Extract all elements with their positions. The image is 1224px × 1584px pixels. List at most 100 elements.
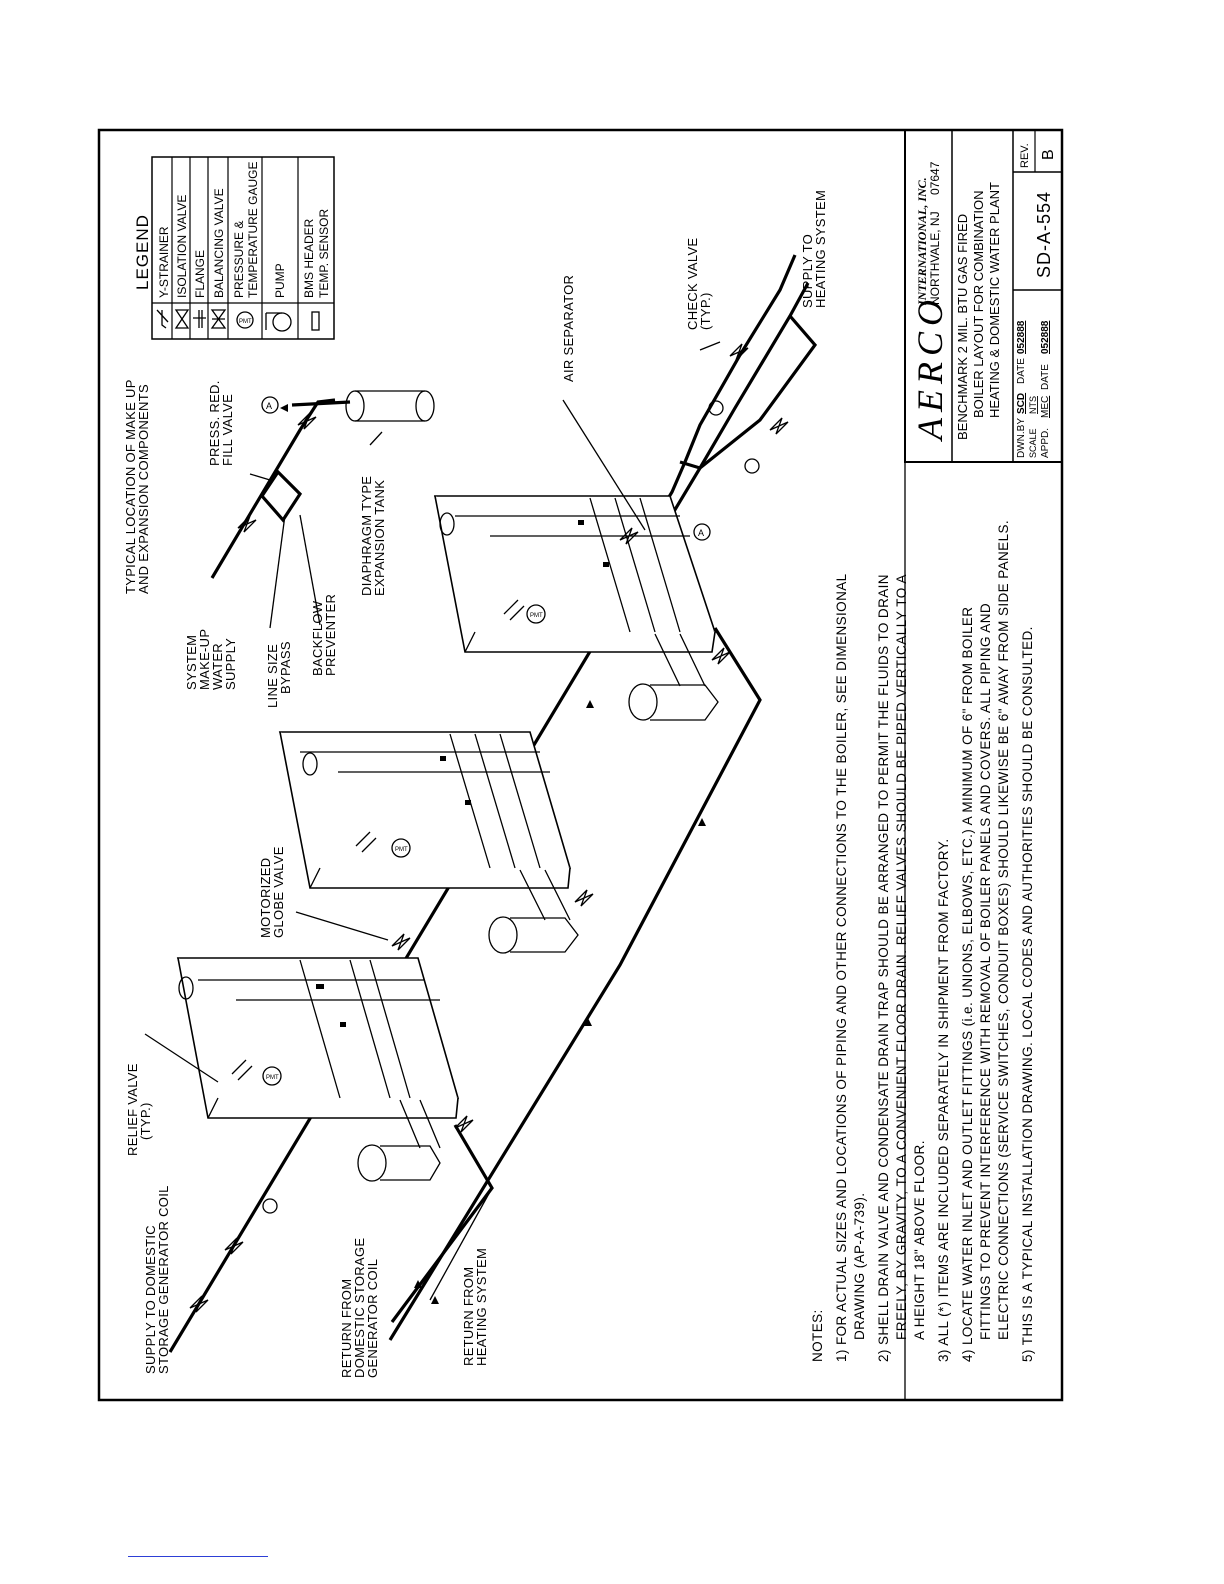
svg-text:(TYP.): (TYP.): [698, 292, 713, 330]
makeup-valve-symbol: [237, 515, 257, 533]
flow-arrow: [698, 818, 706, 826]
pipe-fittings: PMT PMT PMT A A: [189, 343, 789, 1313]
label-return-domestic: RETURN FROM DOMESTIC STORAGE GENERATOR C…: [339, 1238, 380, 1378]
legend: LEGEND Y-STRAINER ISOLATION VALVE FLANGE…: [133, 156, 335, 340]
svg-text:CHECK VALVE: CHECK VALVE: [685, 238, 700, 330]
valve-symbol: [391, 933, 411, 951]
strainer-symbol: [708, 400, 724, 416]
pmt-label: PMT: [530, 613, 543, 619]
domestic-return-line: [390, 1124, 494, 1323]
label-air-separator: AIR SEPARATOR: [561, 275, 576, 382]
valve-symbol: [224, 1237, 244, 1255]
svg-text:HEATING SYSTEM: HEATING SYSTEM: [474, 1248, 489, 1366]
label-relief-valve: RELIEF VALVE (TYP.): [125, 1063, 153, 1156]
note-4b: FITTINGS TO PREVENT INTERFERENCE WITH RE…: [978, 603, 993, 1340]
company-zip: 07647: [928, 161, 942, 195]
rev-value: B: [1040, 149, 1057, 160]
svg-text:RETURN FROM: RETURN FROM: [339, 1279, 354, 1378]
date-value-2: 052888: [1040, 320, 1051, 354]
legend-item-label: Y-STRAINER: [157, 226, 171, 298]
flow-arrow: [414, 1280, 422, 1288]
drawing-number: SD-A-554: [1034, 191, 1054, 278]
note-2a: 2) SHELL DRAIN VALVE AND CONDENSATE DRAI…: [876, 574, 891, 1362]
note-1b: DRAWING (AP-A-739).: [852, 1193, 867, 1340]
boiler-1: [176, 957, 460, 1182]
valve-symbol: [769, 417, 789, 435]
point-a-marker: [261, 396, 279, 414]
notes-block: NOTES: 1) FOR ACTUAL SIZES AND LOCATIONS…: [810, 520, 1035, 1362]
scale-value: NTS: [1028, 396, 1038, 414]
valve-symbol: [729, 343, 749, 361]
rev-label: REV.: [1019, 143, 1031, 168]
notes-heading: NOTES:: [810, 1309, 825, 1362]
makeup-valve-symbol: [297, 412, 317, 430]
expansion-feed: [291, 400, 351, 407]
svg-text:BACKFLOW: BACKFLOW: [310, 600, 325, 676]
svg-text:DOMESTIC STORAGE: DOMESTIC STORAGE: [352, 1238, 367, 1378]
balancing-valve-icon: [210, 309, 227, 329]
svg-text:EXPANSION TANK: EXPANSION TANK: [372, 480, 387, 596]
label-motorized-globe: MOTORIZED GLOBE VALVE: [258, 846, 286, 938]
heating-return-tail: [429, 1187, 493, 1301]
strainer-symbol: [262, 1198, 278, 1214]
point-a-label: A: [698, 528, 704, 538]
title-line-1: BENCHMARK 2 MIL. BTU GAS FIRED: [955, 214, 970, 440]
date-label-1: DATE: [1016, 358, 1027, 384]
label-return-heating: RETURN FROM HEATING SYSTEM: [461, 1248, 489, 1366]
heating-return-line: [388, 627, 762, 1341]
bypass-loop: [259, 469, 303, 523]
date-value-1: 052888: [1016, 320, 1027, 354]
svg-text:MAKE-UP: MAKE-UP: [197, 629, 212, 690]
heating-supply-loop: [679, 314, 818, 470]
label-backflow: BACKFLOW PREVENTER: [310, 594, 338, 676]
svg-text:SUPPLY TO: SUPPLY TO: [800, 234, 815, 308]
pump-icon: [265, 312, 292, 332]
label-typical-location: TYPICAL LOCATION OF MAKE UP AND EXPANSIO…: [123, 379, 151, 594]
valve-symbol: [619, 527, 639, 545]
note-5: 5) THIS IS A TYPICAL INSTALLATION DRAWIN…: [1020, 626, 1035, 1362]
appd-value: MEC: [1040, 396, 1051, 418]
svg-text:SUPPLY: SUPPLY: [223, 638, 238, 690]
svg-text:GLOBE VALVE: GLOBE VALVE: [271, 846, 286, 938]
note-3: 3) ALL (*) ITEMS ARE INCLUDED SEPARATELY…: [936, 838, 951, 1362]
svg-text:SYSTEM: SYSTEM: [184, 635, 199, 690]
note-4c: ELECTRIC CONNECTIONS (SERVICE SWITCHES, …: [996, 520, 1011, 1340]
leader-lines: [144, 341, 721, 1083]
valve-symbol: [574, 889, 594, 907]
legend-item-label: PUMP: [273, 263, 287, 298]
legend-item-label: TEMPERATURE GAUGE: [246, 162, 260, 298]
legend-item-label: FLANGE: [193, 250, 207, 298]
svg-text:SUPPLY TO DOMESTIC: SUPPLY TO DOMESTIC: [143, 1225, 158, 1374]
title-line-3: HEATING & DOMESTIC WATER PLANT: [987, 182, 1002, 418]
strainer-symbol: [744, 458, 760, 474]
point-a-marker: [693, 523, 711, 541]
gauge-marker: [526, 604, 546, 624]
pressure-gauge-icon: PMT: [236, 311, 254, 329]
note-2c: A HEIGHT 18" ABOVE FLOOR.: [912, 1140, 927, 1340]
footer-link-underline[interactable]: [128, 1556, 268, 1557]
note-4a: 4) LOCATE WATER INLET AND OUTLET FITTING…: [960, 607, 975, 1362]
flow-arrow: [431, 1296, 439, 1304]
note-1a: 1) FOR ACTUAL SIZES AND LOCATIONS OF PIP…: [834, 573, 849, 1362]
label-supply-heating: SUPPLY TO HEATING SYSTEM: [800, 190, 828, 308]
gauge-marker: [262, 1066, 282, 1086]
valve-symbol: [711, 647, 731, 665]
heating-supply-line: [683, 254, 797, 463]
svg-text:HEATING SYSTEM: HEATING SYSTEM: [813, 190, 828, 308]
svg-text:PMT: PMT: [239, 319, 252, 325]
drawing-border: [97, 128, 1064, 1402]
title-block: AERCO INTERNATIONAL, INC. NORTHVALE, NJ …: [904, 129, 1063, 1400]
company-subtitle: INTERNATIONAL, INC.: [915, 177, 929, 306]
label-check-valve: CHECK VALVE (TYP.): [685, 238, 713, 330]
valve-symbol: [189, 1295, 209, 1313]
expansion-tank: [345, 390, 435, 422]
svg-text:LINE SIZE: LINE SIZE: [265, 644, 280, 708]
boiler-3: [433, 495, 719, 721]
date-label-2: DATE: [1040, 364, 1051, 390]
pmt-label: PMT: [395, 847, 408, 853]
label-diaphragm: DIAPHRAGM TYPE EXPANSION TANK: [359, 476, 387, 596]
point-a-label: A: [266, 401, 272, 411]
isolation-valve-icon: [174, 309, 190, 329]
legend-item-label: PRESSURE &: [232, 221, 246, 298]
